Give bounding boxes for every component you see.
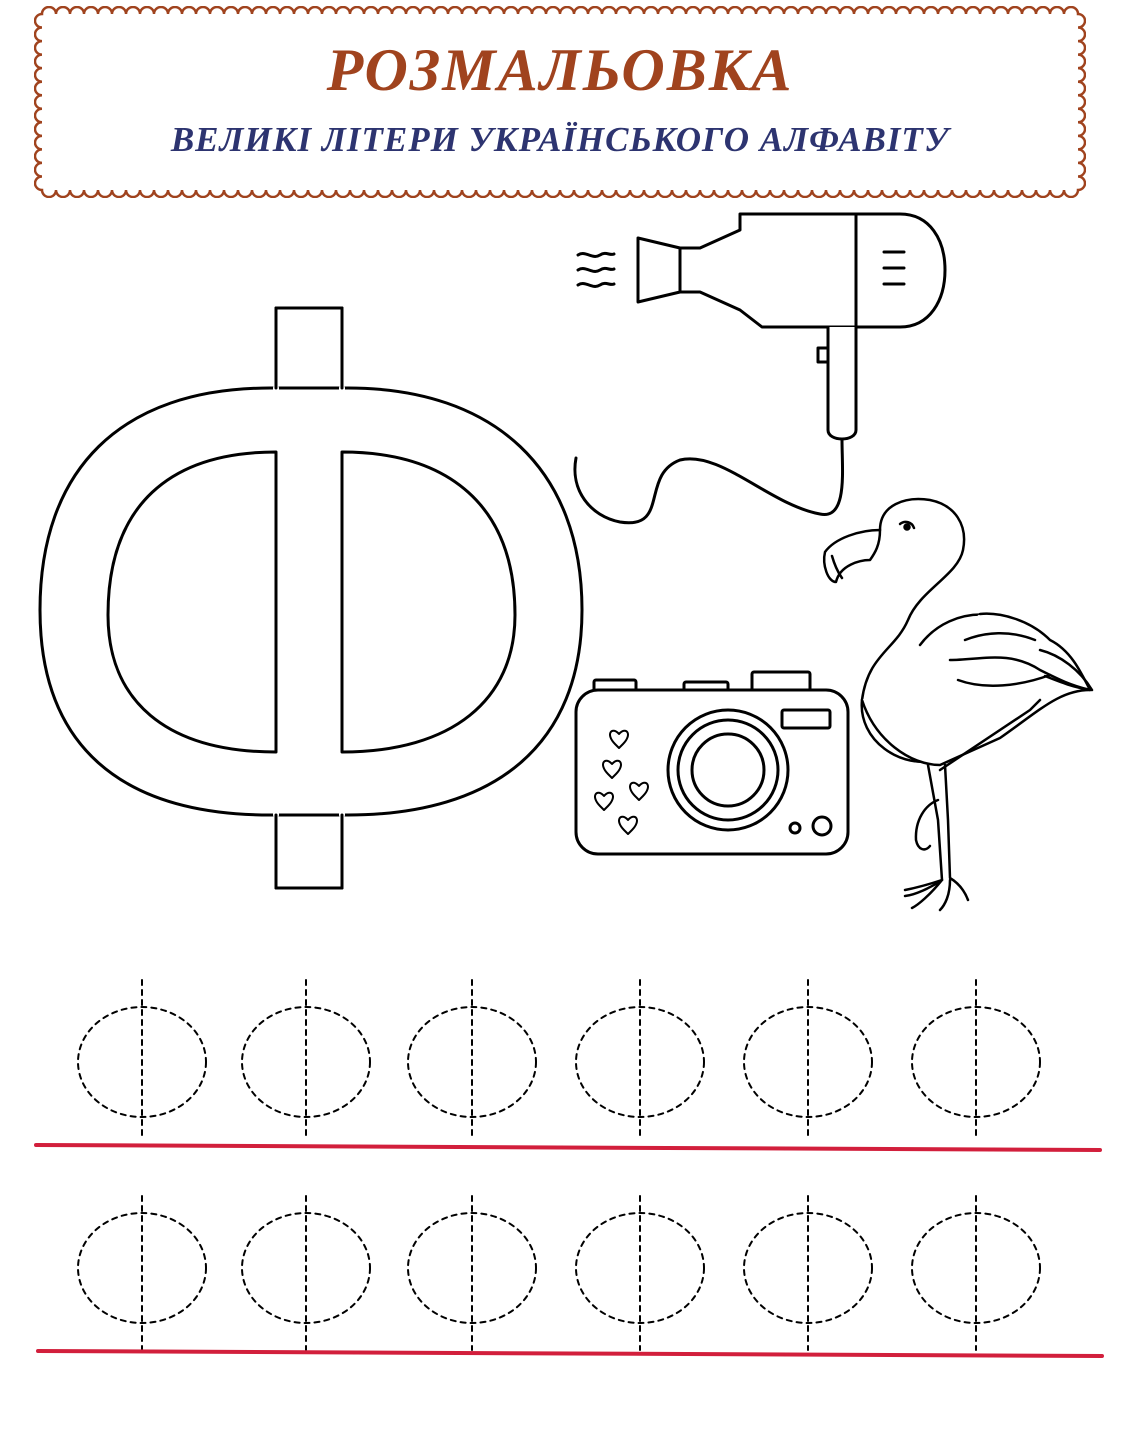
page-subtitle: ВЕЛИКІ ЛІТЕРИ УКРАЇНСЬКОГО АЛФАВІТУ — [170, 120, 950, 159]
tracing-letter — [241, 979, 371, 1139]
baseline-2 — [36, 1349, 1104, 1358]
tracing-letter — [575, 1195, 705, 1351]
tracing-row-1 — [77, 979, 1041, 1139]
camera-icon — [574, 670, 850, 856]
tracing-letter — [407, 1195, 537, 1351]
tracing-letter — [575, 979, 705, 1139]
header-frame — [34, 6, 1086, 198]
tracing-letter — [77, 1195, 207, 1351]
tracing-row-2 — [77, 1195, 1041, 1351]
tracing-letter — [407, 979, 537, 1139]
tracing-letter — [743, 979, 873, 1139]
page-title: РОЗМАЛЬОВКА — [326, 37, 794, 103]
tracing-letter — [743, 1195, 873, 1351]
big-letter-ef — [38, 306, 584, 890]
tracing-letter — [241, 1195, 371, 1351]
flamingo-icon — [823, 497, 1094, 912]
scalloped-border — [34, 6, 1086, 198]
tracing-letter — [911, 1195, 1041, 1351]
baseline-1 — [34, 1143, 1102, 1152]
hair-dryer-icon — [573, 212, 947, 525]
tracing-letter — [77, 979, 207, 1139]
tracing-letter — [911, 979, 1041, 1139]
